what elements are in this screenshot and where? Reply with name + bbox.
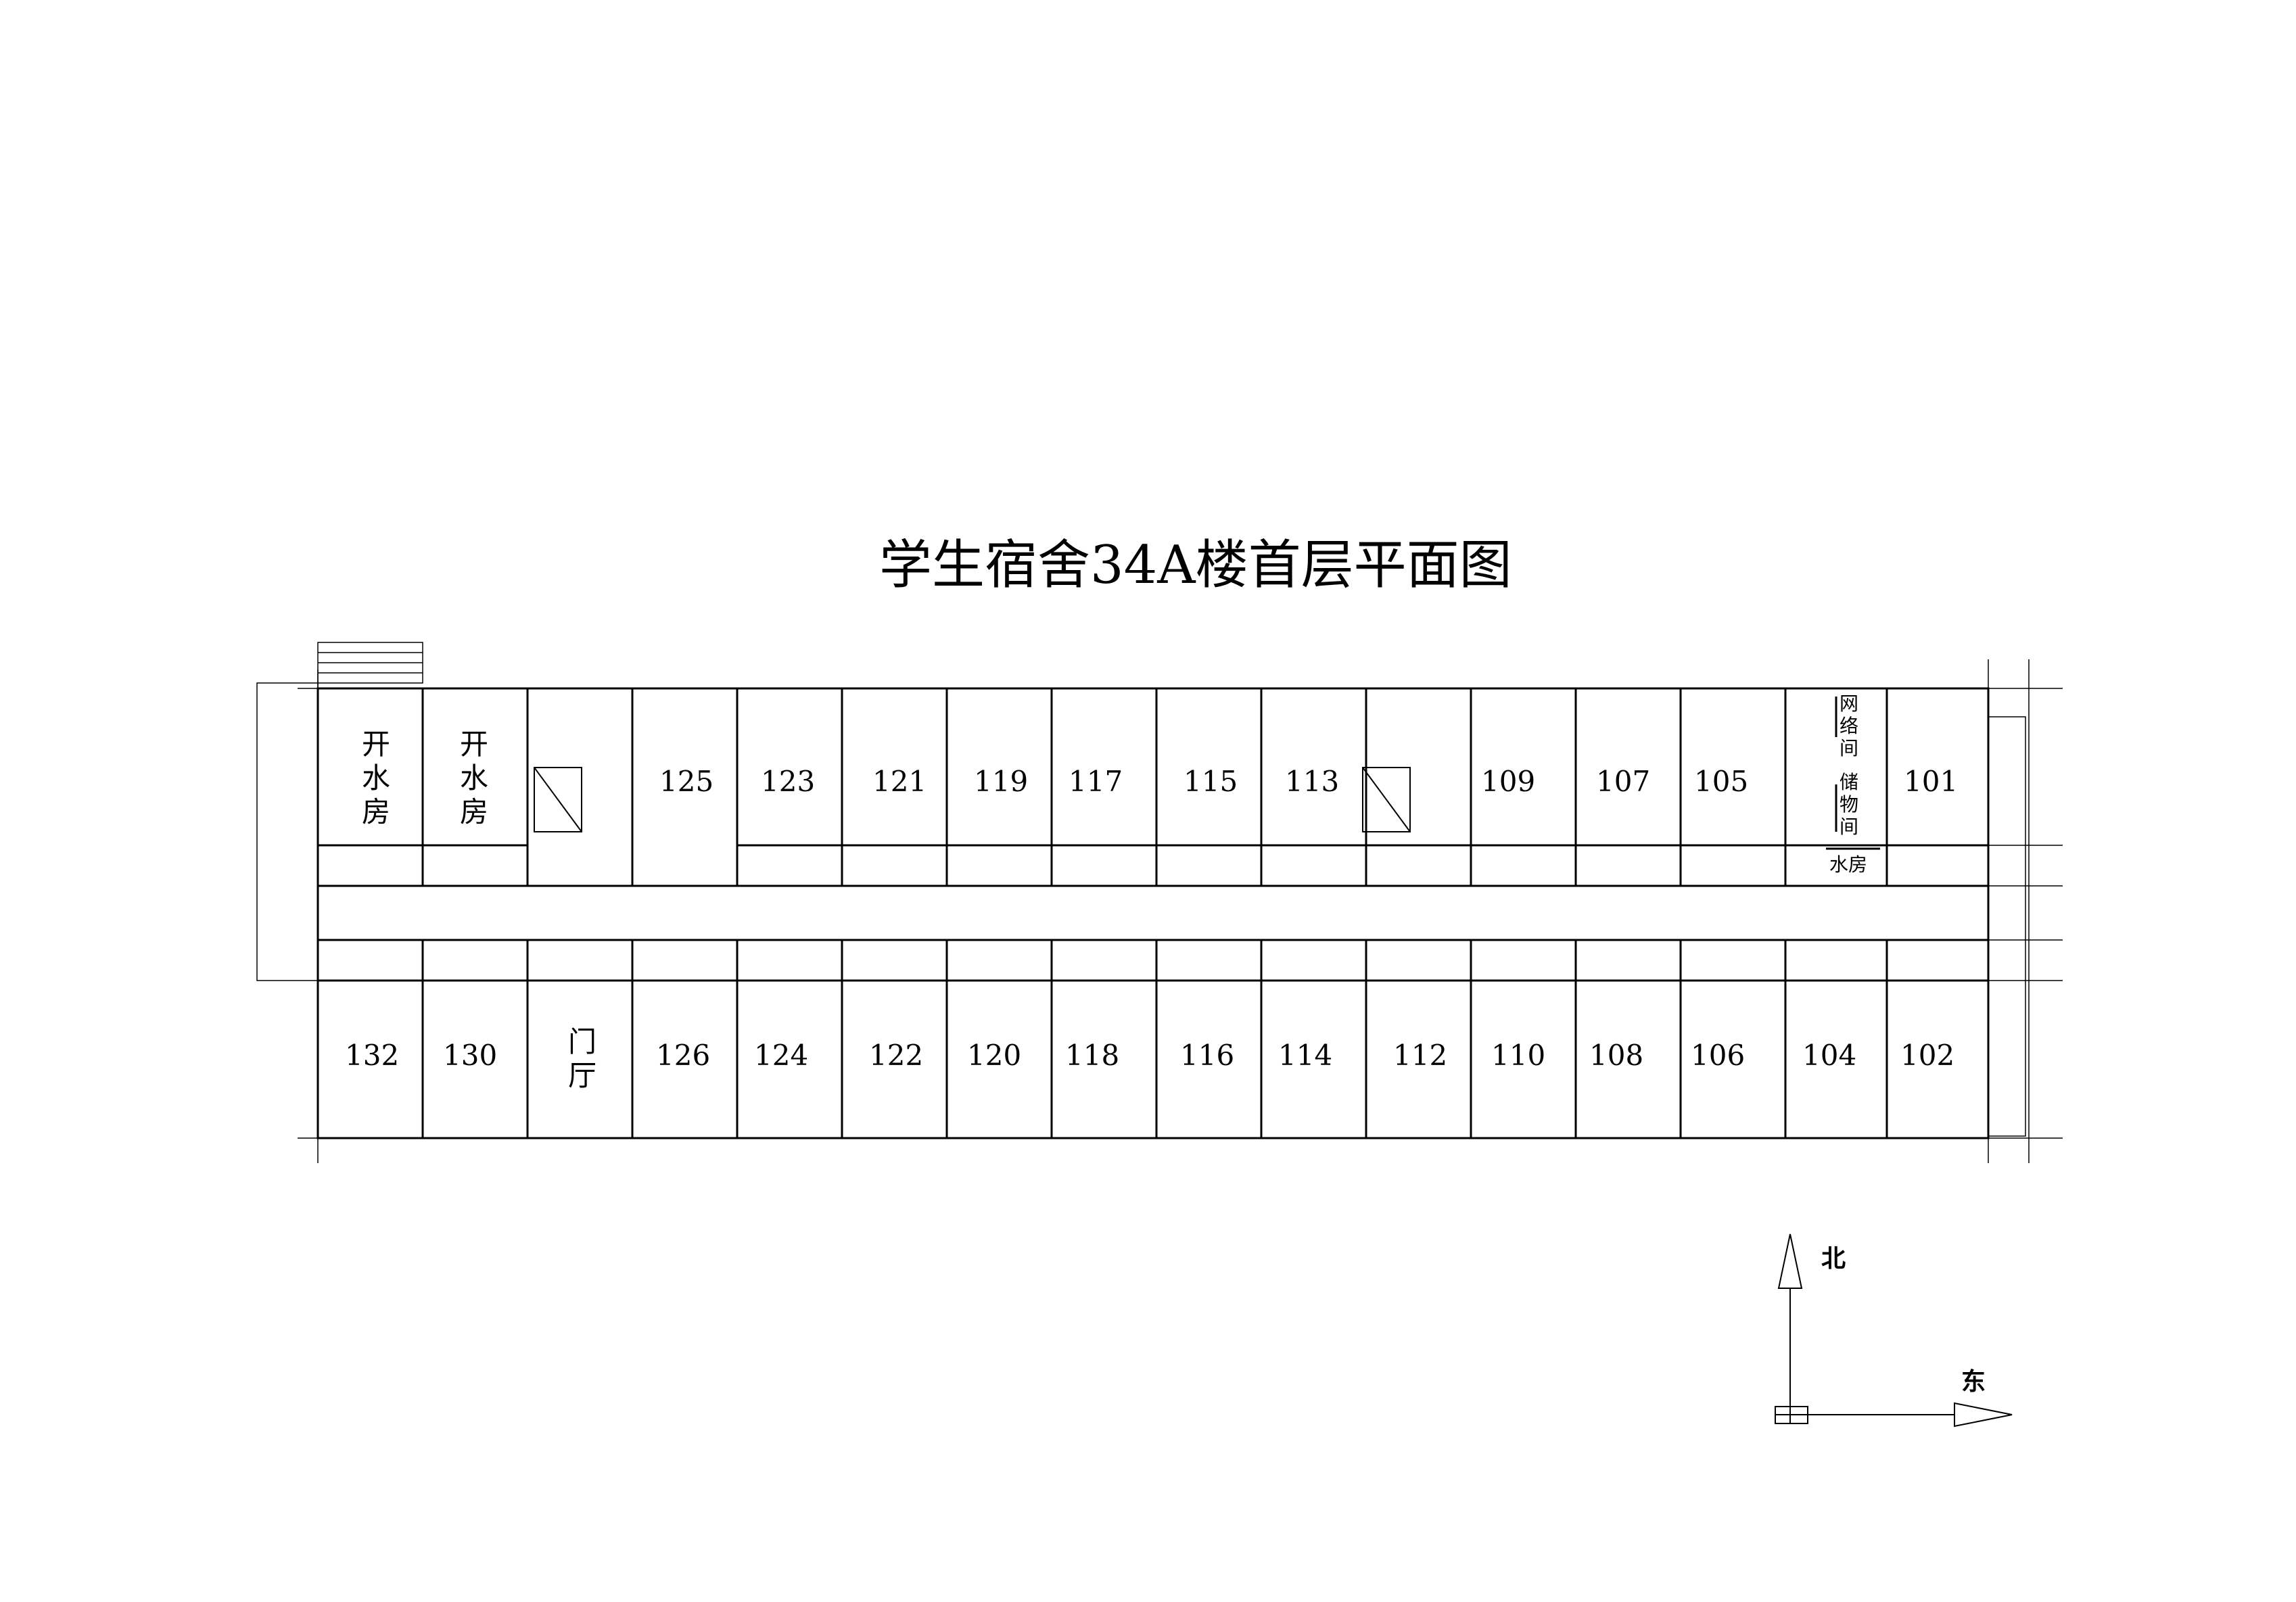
room-107: 107 <box>1596 765 1650 798</box>
room-106: 106 <box>1691 1039 1745 1072</box>
room-130: 130 <box>443 1039 497 1072</box>
north-label: 北 <box>1821 1244 1846 1273</box>
svg-text:物: 物 <box>1840 793 1858 816</box>
room-132: 132 <box>345 1039 399 1072</box>
svg-text:水: 水 <box>362 761 390 795</box>
svg-text:门: 门 <box>568 1025 596 1058</box>
room-114: 114 <box>1278 1039 1332 1072</box>
room-119: 119 <box>974 765 1028 798</box>
svg-text:开: 开 <box>460 728 488 761</box>
room-113: 113 <box>1285 765 1339 798</box>
room-108: 108 <box>1589 1039 1643 1072</box>
svg-text:络: 络 <box>1840 715 1858 737</box>
room-112: 112 <box>1393 1039 1447 1072</box>
storage-room-label: 储 物 间 <box>1840 771 1858 838</box>
room-126: 126 <box>656 1039 710 1072</box>
room-115: 115 <box>1184 765 1238 798</box>
svg-text:间: 间 <box>1840 816 1858 838</box>
south-room-labels: 132 130 126 124 122 120 118 116 114 112 … <box>345 1039 1954 1072</box>
lobby-label: 门 厅 <box>568 1025 596 1092</box>
room-118: 118 <box>1065 1039 1119 1072</box>
room-110: 110 <box>1491 1039 1545 1072</box>
room-104: 104 <box>1802 1039 1856 1072</box>
plan-title: 学生宿舍34A楼首层平面图 <box>879 535 1512 596</box>
svg-text:储: 储 <box>1840 771 1858 793</box>
svg-text:厅: 厅 <box>568 1059 596 1092</box>
north-arrow-icon <box>1777 1233 1803 1289</box>
svg-text:房: 房 <box>362 795 390 828</box>
building-structure <box>317 687 1990 1139</box>
svg-text:房: 房 <box>460 795 488 828</box>
room-101: 101 <box>1904 765 1958 798</box>
stair-symbols <box>534 767 1411 832</box>
room-117: 117 <box>1069 765 1123 798</box>
svg-text:间: 间 <box>1840 737 1858 759</box>
network-room-label: 网 络 间 <box>1840 692 1858 759</box>
room-120: 120 <box>967 1039 1021 1072</box>
room-109: 109 <box>1481 765 1535 798</box>
boiler-room-right-label: 开 水 房 <box>460 728 488 828</box>
room-123: 123 <box>761 765 815 798</box>
water-room-label: 水房 <box>1829 853 1867 876</box>
boiler-room-left-label: 开 水 房 <box>362 728 390 828</box>
east-label: 东 <box>1961 1367 1986 1396</box>
room-124: 124 <box>754 1039 808 1072</box>
svg-text:开: 开 <box>362 728 390 761</box>
north-room-labels: 125 123 121 119 117 115 113 109 107 105 … <box>659 765 1958 798</box>
room-105: 105 <box>1694 765 1748 798</box>
compass: 北 东 <box>1775 1233 2013 1428</box>
room-102: 102 <box>1900 1039 1954 1072</box>
svg-text:水: 水 <box>460 761 488 795</box>
east-arrow-icon <box>1954 1402 2013 1428</box>
grid-axis-lines <box>298 659 2063 1163</box>
room-125: 125 <box>659 765 713 798</box>
entry-steps <box>256 642 2026 1137</box>
svg-text:网: 网 <box>1840 692 1858 715</box>
room-122: 122 <box>869 1039 923 1072</box>
room-121: 121 <box>872 765 927 798</box>
room-116: 116 <box>1180 1039 1234 1072</box>
